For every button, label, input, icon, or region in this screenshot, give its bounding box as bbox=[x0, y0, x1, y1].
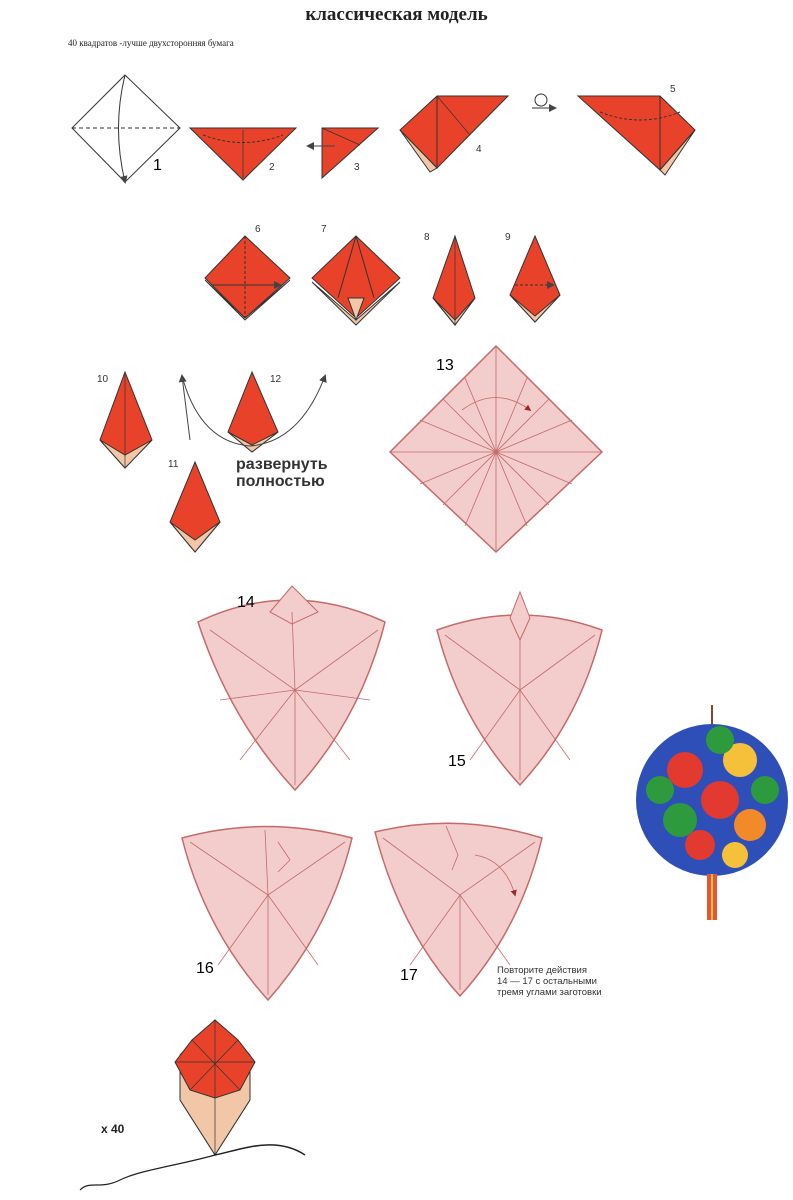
step-label: 1 bbox=[153, 157, 162, 174]
step-16-figure bbox=[181, 825, 353, 1002]
step-label: 14 bbox=[237, 594, 255, 611]
step-6-figure bbox=[204, 235, 291, 321]
unfold-arrow bbox=[181, 374, 327, 447]
step-label: 4 bbox=[476, 144, 482, 155]
step-label: 17 bbox=[400, 967, 418, 984]
repeat-instruction: Повторите действия 14 — 17 с остальными … bbox=[497, 965, 602, 998]
step-17-figure bbox=[374, 822, 543, 998]
step-2-figure bbox=[188, 127, 298, 181]
step-label: 10 bbox=[97, 374, 109, 385]
step-label: 3 bbox=[354, 162, 360, 173]
page-title: классическая модель bbox=[305, 4, 488, 25]
unfold-instruction: развернуть полностью bbox=[236, 456, 328, 490]
step-label: 8 bbox=[424, 232, 430, 243]
step-7-figure bbox=[311, 235, 401, 326]
step-label: 7 bbox=[321, 224, 327, 235]
step-label: 6 bbox=[255, 224, 261, 235]
step-11-figure bbox=[169, 460, 221, 553]
step-3-figure bbox=[306, 127, 380, 180]
step-10-figure bbox=[99, 370, 153, 469]
step-label: 2 bbox=[269, 162, 275, 173]
step-label: 12 bbox=[270, 374, 282, 385]
step-1-figure bbox=[71, 74, 181, 184]
step-5-figure bbox=[576, 95, 696, 176]
step-label: 11 bbox=[168, 459, 179, 470]
kusudama-ball-photo bbox=[636, 705, 788, 920]
turn-over-icon bbox=[532, 93, 557, 112]
step-label: 5 bbox=[670, 84, 676, 95]
step-label: 16 bbox=[196, 960, 214, 977]
step-4-figure bbox=[399, 95, 510, 173]
step-label: 9 bbox=[505, 232, 511, 243]
step-label: 13 bbox=[436, 357, 454, 374]
step-13-figure bbox=[388, 344, 604, 554]
step-14-figure bbox=[197, 585, 386, 792]
step-label: 15 bbox=[448, 753, 466, 770]
final-module-figure bbox=[79, 1019, 306, 1191]
module-count-label: x 40 bbox=[101, 1122, 125, 1136]
step-9-figure bbox=[509, 234, 561, 323]
step-8-figure bbox=[432, 234, 476, 326]
subtitle: 40 квадратов -лучше двухсторонняя бумага bbox=[68, 38, 234, 48]
step-15-figure bbox=[436, 590, 603, 787]
